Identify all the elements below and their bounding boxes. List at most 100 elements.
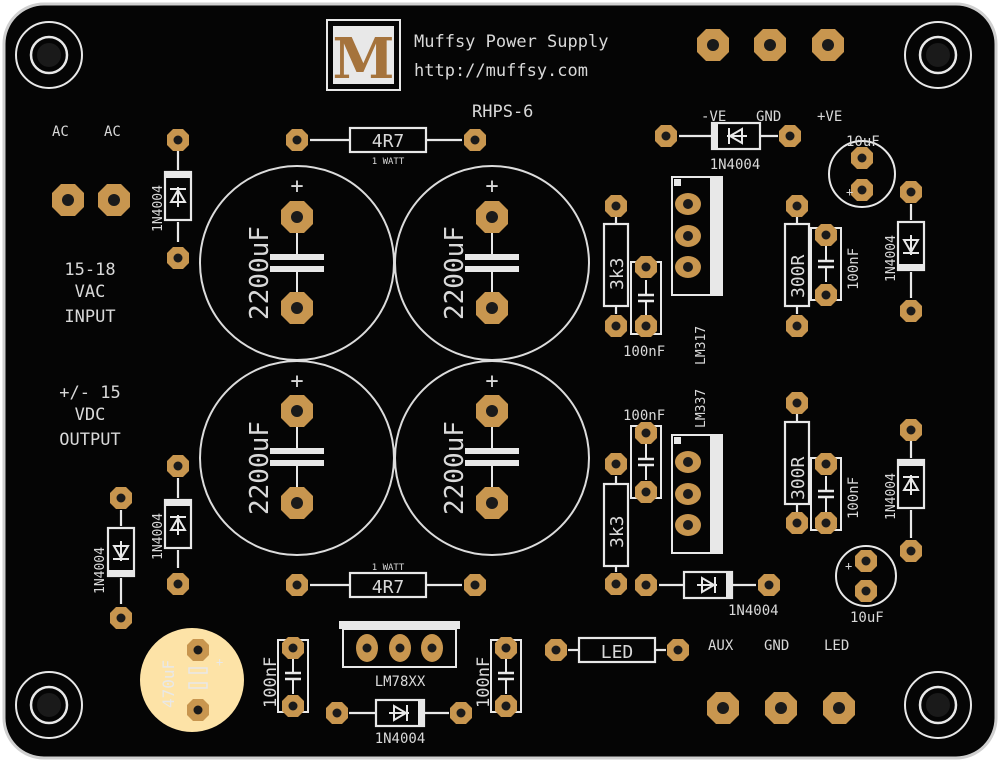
muffsy-logo: M [326, 19, 401, 92]
board-url: http://muffsy.com [414, 61, 588, 81]
svg-text:+: + [216, 655, 223, 669]
resistor-300r-bottom: 300R [783, 392, 811, 534]
capacitor-2200uf-3: + 2200uF [199, 360, 395, 556]
svg-text:100nF: 100nF [846, 248, 862, 290]
svg-text:100nF: 100nF [846, 477, 862, 519]
svg-text:1N4004: 1N4004 [375, 731, 426, 747]
mounting-hole-bottom-right [904, 671, 972, 739]
label-ac-2: AC [104, 124, 121, 140]
capacitor-2200uf-1: + 2200uF [199, 165, 395, 361]
svg-text:10uF: 10uF [846, 134, 880, 150]
svg-text:2200uF: 2200uF [245, 226, 275, 320]
svg-text:1 WATT: 1 WATT [372, 157, 405, 167]
svg-text:+: + [846, 185, 853, 199]
label-neg-ve: -VE [701, 109, 726, 125]
svg-text:+: + [290, 369, 303, 394]
svg-text:1N4004: 1N4004 [151, 185, 166, 232]
led-pad [823, 692, 855, 724]
resistor-300r-top: 300R [783, 195, 811, 337]
svg-text:1N4004: 1N4004 [884, 473, 899, 520]
input-label-line1: 15-18 [64, 260, 115, 280]
diode-d3: 1N4004 [93, 487, 136, 629]
diode-d2: 1N4004 [151, 455, 193, 595]
capacitor-100nf-a: 100nF [623, 256, 665, 360]
svg-text:2200uF: 2200uF [440, 226, 470, 320]
capacitor-10uf-bottom: + 10uF [835, 545, 897, 626]
input-label-line3: INPUT [64, 307, 115, 327]
svg-text:1N4004: 1N4004 [728, 603, 779, 619]
output-pad-pos [812, 29, 844, 61]
diode-d5: 1N4004 [635, 570, 780, 619]
output-pad-gnd [754, 29, 786, 61]
svg-text:100nF: 100nF [623, 408, 665, 424]
input-label-line2: VAC [75, 282, 106, 302]
svg-text:2200uF: 2200uF [245, 421, 275, 515]
capacitor-100nf-f: 100nF [474, 637, 523, 717]
output-label-line2: VDC [75, 405, 106, 425]
svg-text:300R: 300R [788, 254, 809, 298]
label-gnd-bottom: GND [764, 638, 789, 654]
board-model: RHPS-6 [472, 102, 533, 122]
svg-text:LM337: LM337 [694, 389, 709, 428]
regulator-lm78xx: LM78XX [339, 621, 460, 690]
output-label-line3: OUTPUT [59, 430, 120, 450]
svg-text:1N4004: 1N4004 [884, 235, 899, 282]
label-gnd-top: GND [756, 109, 781, 125]
svg-text:+: + [845, 559, 852, 573]
svg-text:1N4004: 1N4004 [710, 157, 761, 173]
capacitor-100nf-b: 100nF [623, 408, 665, 503]
svg-text:4R7: 4R7 [372, 577, 405, 598]
svg-text:2200uF: 2200uF [440, 421, 470, 515]
svg-text:100nF: 100nF [474, 657, 494, 708]
capacitor-2200uf-4: + 2200uF [394, 360, 590, 556]
output-label-line1: +/- 15 [59, 383, 120, 403]
svg-text:1N4004: 1N4004 [151, 513, 166, 560]
label-ac-1: AC [52, 124, 69, 140]
ac-pad-2 [98, 184, 130, 216]
svg-text:4R7: 4R7 [372, 131, 405, 152]
capacitor-10uf-top: + 10uF [828, 134, 896, 208]
resistor-3k3-bottom: 3k3 [602, 453, 630, 595]
svg-text:LM78XX: LM78XX [375, 674, 426, 690]
led-resistor: LED [545, 636, 689, 664]
board-title: Muffsy Power Supply [414, 32, 608, 52]
diode-d7: 1N4004 [884, 419, 926, 562]
resistor-4r7-bottom: 4R7 1 WATT [286, 563, 486, 599]
capacitor-100nf-c: 100nF [809, 224, 862, 306]
svg-text:LED: LED [601, 642, 634, 663]
capacitor-100nf-e: 100nF [261, 637, 310, 717]
svg-text:+: + [485, 369, 498, 394]
mounting-hole-bottom-left [15, 671, 83, 739]
diode-d8: 1N4004 [326, 698, 472, 747]
gnd-pad-bottom [765, 692, 797, 724]
ac-pad-1 [52, 184, 84, 216]
svg-text:10uF: 10uF [850, 610, 884, 626]
mounting-hole-top-left [15, 21, 83, 89]
capacitor-100nf-d: 100nF [809, 453, 862, 534]
svg-text:1N4004: 1N4004 [93, 547, 108, 594]
svg-text:3k3: 3k3 [607, 515, 628, 548]
regulator-lm337: LM337 [671, 389, 723, 554]
svg-text:3k3: 3k3 [607, 257, 628, 290]
mounting-hole-top-right [904, 21, 972, 89]
label-pos-ve: +VE [817, 109, 842, 125]
svg-text:100nF: 100nF [623, 344, 665, 360]
svg-text:1 WATT: 1 WATT [372, 563, 405, 573]
label-aux: AUX [708, 638, 734, 654]
svg-text:+: + [485, 174, 498, 199]
output-pad-neg [697, 29, 729, 61]
diode-d1: 1N4004 [151, 129, 193, 269]
svg-text:+: + [290, 174, 303, 199]
svg-text:100nF: 100nF [261, 657, 281, 708]
aux-pad [707, 692, 739, 724]
label-led: LED [824, 638, 849, 654]
diode-d6: 1N4004 [884, 181, 926, 322]
svg-text:470uF: 470uF [159, 660, 178, 708]
svg-text:300R: 300R [788, 456, 809, 500]
svg-text:LM317: LM317 [694, 326, 709, 365]
diode-d4: 1N4004 [655, 121, 801, 173]
resistor-4r7-top: 4R7 1 WATT [286, 126, 486, 167]
capacitor-470uf: + 470uF [140, 628, 244, 732]
